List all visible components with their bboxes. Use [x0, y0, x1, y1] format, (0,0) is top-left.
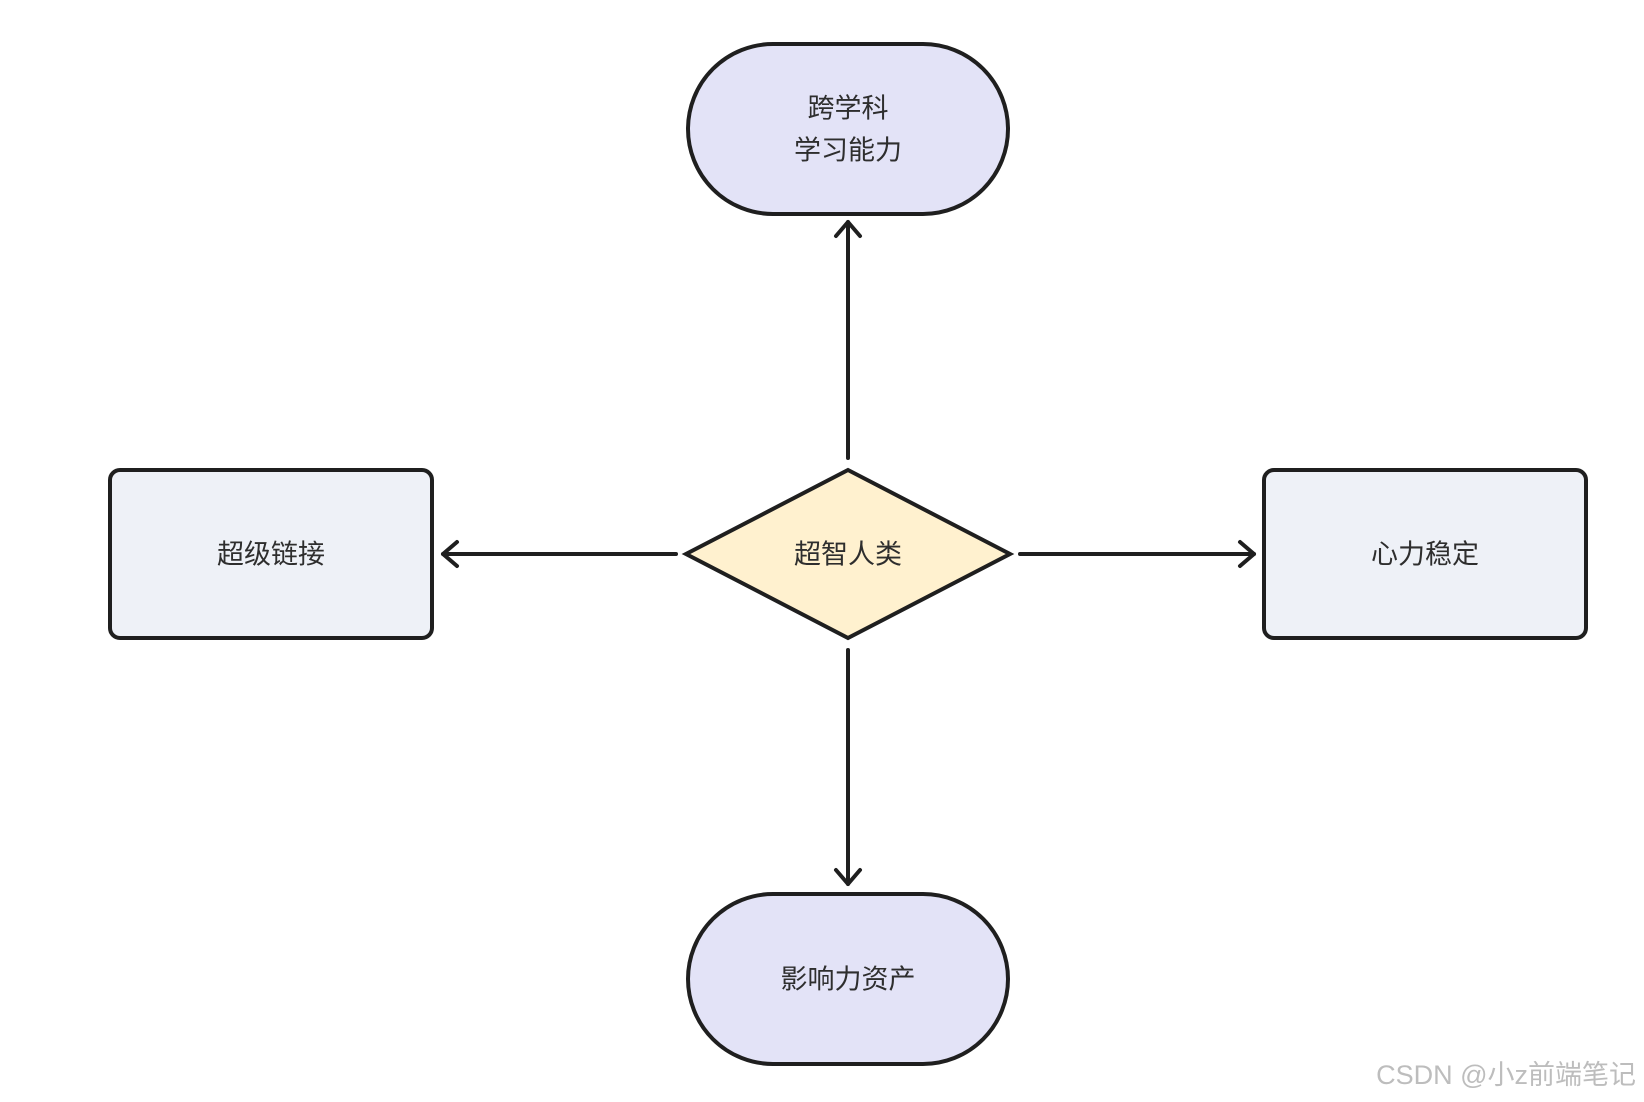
node-right-shape: [1262, 468, 1588, 640]
node-bottom-shape: [686, 892, 1010, 1066]
arrow-center-to-bottom: [834, 648, 862, 886]
node-bottom-label: 影响力资产: [781, 965, 916, 996]
node-center-shape: [681, 467, 1015, 641]
node-top-label-line2: 学习能力: [794, 136, 902, 167]
node-center-super-human: 超智人类: [681, 467, 1015, 641]
node-bottom-influence-assets: 影响力资产: [686, 892, 1010, 1066]
arrow-center-to-right: [1018, 540, 1256, 568]
node-center-label: 超智人类: [794, 540, 902, 571]
node-top-interdisciplinary-learning: 跨学科 学习能力: [686, 42, 1010, 216]
node-left-label: 超级链接: [217, 540, 325, 571]
node-top-label-line1: 跨学科: [808, 94, 889, 125]
node-left-shape: [108, 468, 434, 640]
node-right-mental-stability: 心力稳定: [1262, 468, 1588, 640]
arrow-center-to-left: [441, 540, 678, 568]
node-left-super-connection: 超级链接: [108, 468, 434, 640]
node-right-label: 心力稳定: [1371, 540, 1479, 571]
watermark-text: CSDN @小z前端笔记: [1376, 1060, 1636, 1090]
arrow-center-to-top: [834, 220, 862, 460]
node-top-shape: [686, 42, 1010, 216]
